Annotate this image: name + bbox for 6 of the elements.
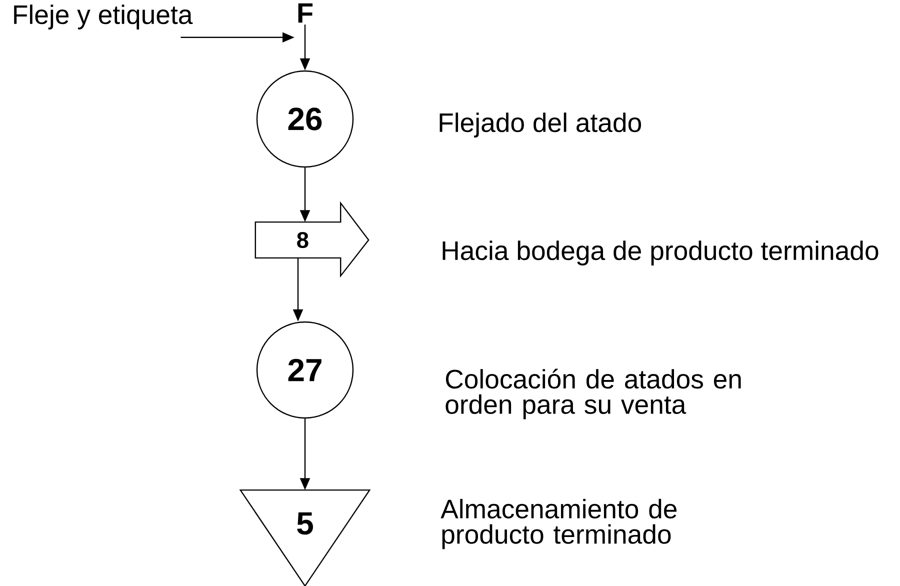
- description-text: Almacenamiento de producto terminado: [440, 498, 677, 550]
- description-text: Flejado del atado: [440, 112, 642, 138]
- connector-letter: F: [298, 3, 313, 23]
- description-text: Hacia bodega de producto terminado: [442, 240, 878, 266]
- description-text: Colocación de atados en orden para su venta: [446, 368, 741, 420]
- text-label: Fleje y etiqueta: [14, 4, 193, 30]
